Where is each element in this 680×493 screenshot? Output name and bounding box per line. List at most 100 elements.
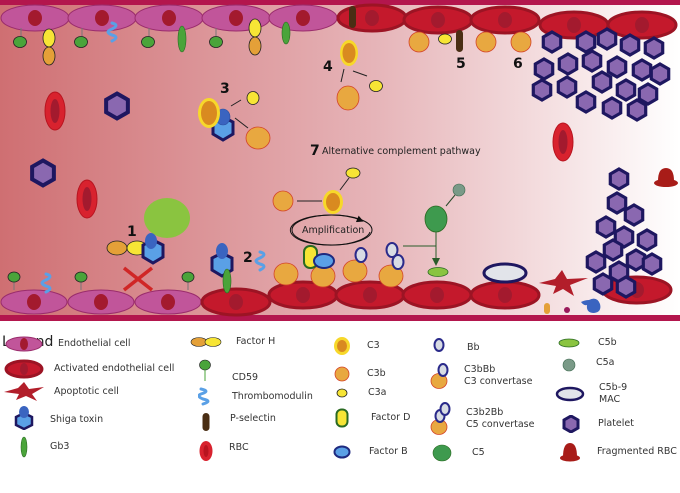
c5b-icon — [427, 267, 449, 277]
vessel-diagram: 4 5 6 3 — [0, 0, 680, 321]
legend-label: C3b2Bb — [466, 407, 504, 418]
legend-item: Factor H — [190, 336, 275, 348]
legend-label: CD59 — [232, 372, 259, 383]
step-label-4: 4 — [323, 59, 333, 75]
legend-label: Fragmented RBC — [597, 446, 677, 457]
cd59-icon — [199, 359, 211, 381]
legend-label: Thrombomodulin — [232, 391, 313, 402]
legend-label: C3a — [368, 387, 387, 398]
step-label-1: 1 — [127, 224, 137, 240]
c3b-icon — [334, 366, 350, 382]
c3bbb-icon — [430, 363, 449, 389]
endothelial-cell-icon — [268, 4, 338, 32]
legend-label: Endothelial cell — [58, 338, 131, 349]
cd59-icon — [7, 271, 21, 290]
legend-item: Endothelial cell — [4, 335, 131, 353]
c5b-blob — [144, 198, 190, 238]
legend-item: Gb3 — [20, 436, 69, 458]
legend-item: C3a — [336, 387, 387, 399]
c3a-icon — [369, 80, 383, 92]
factor-d-icon — [335, 408, 349, 428]
platelet-icon — [30, 158, 56, 188]
mac-icon — [482, 262, 528, 284]
cd59-icon — [141, 28, 155, 48]
debris-fragment — [544, 303, 550, 314]
endothelial-cell-icon — [134, 289, 202, 315]
legend-item: Apoptotic cell — [4, 382, 119, 402]
debris-fragment — [564, 307, 570, 313]
legend-item: C5a — [562, 357, 615, 372]
legend-item: C3b — [334, 366, 386, 382]
legend-item: Thrombomodulin — [198, 386, 313, 408]
bottom-activated-endothelial-cells — [200, 275, 673, 317]
apoptotic-cell-icon — [539, 270, 588, 296]
factor-h-icon — [42, 28, 56, 66]
activated-endothelial-cell-icon — [336, 3, 408, 33]
legend-label: C5a — [596, 357, 615, 368]
cd59-icon — [13, 28, 27, 48]
activated-endothelial-cell-icon — [606, 10, 678, 40]
gb3-icon — [281, 21, 291, 45]
legend-label: C5b — [598, 337, 617, 348]
legend-label: Gb3 — [50, 441, 70, 452]
legend-item: Activated endothelial cell — [4, 359, 174, 379]
legend-label: RBC — [229, 442, 249, 453]
endothelial-cell-icon — [0, 289, 68, 315]
activated-endothelial-cell-icon — [469, 280, 541, 310]
legend-sublabel: C3 convertase — [464, 376, 533, 387]
c3a-icon — [246, 91, 260, 105]
legend-label: C3bBb — [464, 364, 496, 375]
c3-icon — [198, 98, 220, 128]
legend-label: Factor B — [369, 446, 408, 457]
endothelial-cell-icon — [134, 4, 204, 32]
legend-item: Factor D — [335, 408, 410, 428]
shiga-toxin-icon — [141, 233, 165, 265]
gb3-icon — [222, 268, 232, 294]
legend-label: Activated endothelial cell — [54, 363, 175, 374]
c3b-icon — [273, 262, 299, 286]
c3b2bb-icon — [378, 242, 405, 288]
legend-label: Factor H — [236, 336, 276, 347]
vessel-wall-bottom — [0, 315, 680, 321]
rbc-icon — [44, 91, 66, 131]
legend-sublabel: C5 convertase — [466, 419, 535, 430]
c3bbb-icon — [342, 247, 368, 283]
c5-icon — [432, 444, 452, 462]
legend-label: Shiga toxin — [50, 414, 104, 425]
legend-item: C5 — [432, 444, 485, 462]
cd59-icon — [181, 271, 195, 290]
activated-endothelial-cell-icon — [4, 359, 44, 379]
activated-endothelial-cell-icon — [267, 280, 339, 310]
step-label-5: 5 — [456, 56, 466, 72]
blocked-x-icon — [122, 266, 154, 292]
endothelial-cell-icon — [5, 336, 43, 352]
c3-icon — [340, 40, 358, 66]
legend-label: C5 — [472, 447, 485, 458]
legend-label: Factor D — [371, 412, 411, 423]
step-label-3: 3 — [220, 81, 230, 97]
activated-endothelial-cell-icon — [200, 287, 272, 317]
c3a-icon — [336, 388, 348, 398]
legend-item: Bb — [433, 336, 480, 354]
activated-endothelial-cell-icon — [469, 5, 541, 35]
c3b-icon — [272, 190, 294, 212]
rbc-icon — [199, 441, 213, 461]
endothelial-cell-icon — [67, 289, 135, 315]
c3b-icon — [510, 31, 532, 53]
amplification-label: Amplification — [302, 225, 364, 236]
activated-endothelial-cell-icon — [402, 5, 474, 35]
legend-item: C3 — [333, 336, 380, 356]
factor-b-icon — [333, 445, 351, 459]
platelet-icon — [562, 415, 580, 433]
p-selectin-icon — [202, 413, 210, 431]
legend-label: C3 — [367, 340, 380, 351]
endothelial-cell-icon — [67, 4, 137, 32]
legend-item: CD59 — [198, 358, 258, 384]
step-label-7: 7 — [310, 143, 320, 159]
rbc-icon — [552, 122, 574, 162]
legend-sublabel: MAC — [599, 394, 621, 405]
c3-icon — [323, 190, 343, 214]
mac-icon — [555, 386, 585, 402]
